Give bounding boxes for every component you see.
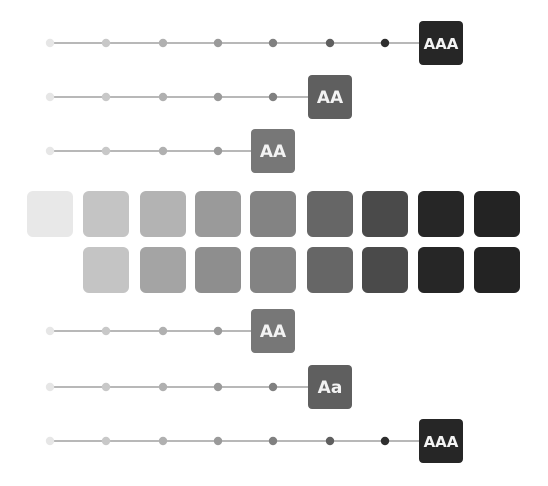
color-swatch [474,247,520,293]
connector-dot [158,436,168,446]
connector-dot [101,92,111,102]
connector-dot [268,382,278,392]
connector-dot [45,326,55,336]
contrast-badge [251,129,295,173]
contrast-badge-label: AA [260,322,287,342]
connector-dot [268,436,278,446]
color-swatch [140,191,186,237]
color-swatch [195,191,241,237]
connector-dot [325,38,335,48]
color-swatch [27,191,73,237]
connector-dot [158,382,168,392]
connector-row: AA [45,129,295,173]
color-swatch [307,247,353,293]
color-swatch [418,191,464,237]
color-swatch [83,191,129,237]
connector-row: AA [45,309,295,353]
connector-dot [268,38,278,48]
contrast-badge-label: AA [260,142,287,162]
color-swatch [250,191,296,237]
contrast-badge [308,75,352,119]
color-swatch [307,191,353,237]
connector-dot [158,146,168,156]
color-swatch [362,191,408,237]
connector-dot [213,436,223,446]
connector-dot [45,146,55,156]
connector-dot [101,38,111,48]
color-swatch [27,247,73,293]
swatch-grid [27,191,520,293]
connector-dot [45,436,55,446]
connector-dot [268,92,278,102]
color-swatch [83,247,129,293]
contrast-badge [419,21,463,65]
color-swatch [362,247,408,293]
connector-dot [45,92,55,102]
connector-dot [213,326,223,336]
connector-row: AAA [45,21,463,65]
contrast-badge-label: Aa [318,378,343,398]
connector-dot [213,382,223,392]
connector-dot [101,326,111,336]
connector-dot [380,436,390,446]
connector-dot [325,436,335,446]
connector-dot [101,146,111,156]
color-swatch [250,247,296,293]
connector-dot [45,382,55,392]
contrast-badge [308,365,352,409]
connector-dot [158,92,168,102]
color-swatch [418,247,464,293]
contrast-badge [419,419,463,463]
contrast-badge-label: AAA [424,433,459,451]
connector-dot [380,38,390,48]
connector-dot [101,382,111,392]
contrast-badge [251,309,295,353]
connector-dot [158,38,168,48]
connector-dot [101,436,111,446]
color-swatch [140,247,186,293]
connector-dot [45,38,55,48]
connector-dot [213,92,223,102]
connector-dot [158,326,168,336]
contrast-badge-label: AAA [424,35,459,53]
connector-row: AAA [45,419,463,463]
connector-dot [213,38,223,48]
color-swatch [195,247,241,293]
connector-row: Aa [45,365,352,409]
contrast-badge-label: AA [317,88,344,108]
connector-dot [213,146,223,156]
color-swatch [474,191,520,237]
connector-row: AA [45,75,352,119]
